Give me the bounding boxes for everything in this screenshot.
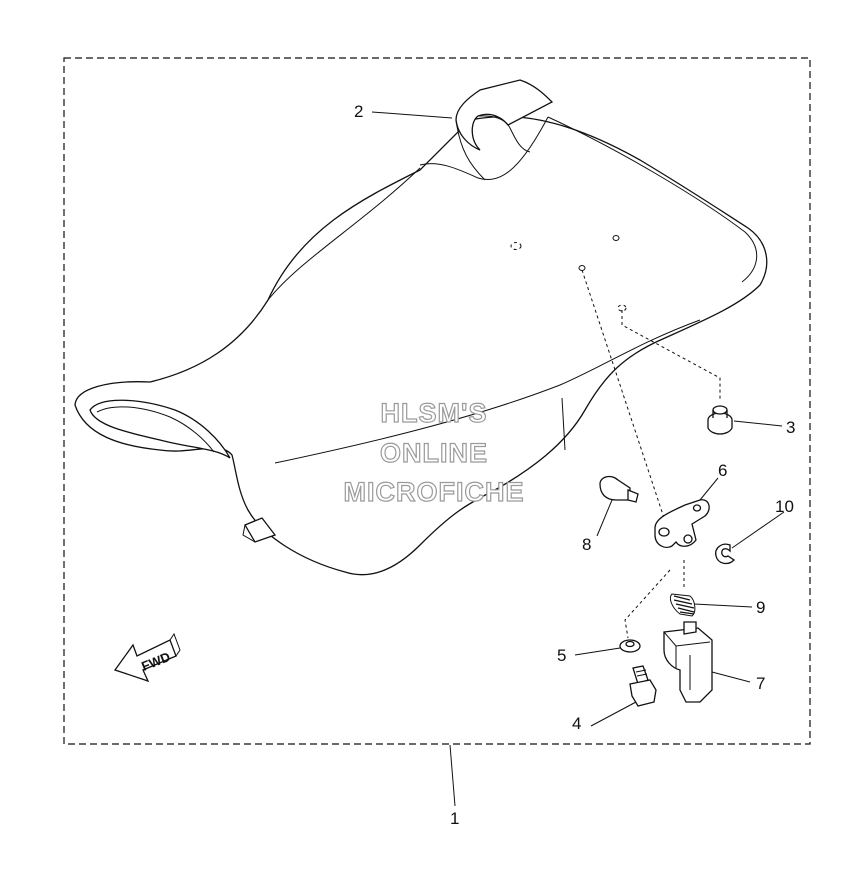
part-6-bracket: [654, 499, 710, 549]
callout-3: 3: [786, 418, 795, 437]
callout-4: 4: [572, 714, 581, 733]
assembly-frame: [63, 57, 811, 745]
callout-1: 1: [450, 809, 459, 828]
part-9-spring: [669, 593, 696, 617]
callout-7: 7: [756, 674, 765, 693]
mount-hole: [510, 242, 522, 250]
watermark: HLSM'S ONLINE MICROFICHE: [343, 397, 525, 507]
callout-6: 6: [718, 461, 727, 480]
assembly-line: [581, 269, 669, 531]
part-4-bolt: [629, 665, 657, 707]
callout-10: 10: [775, 497, 794, 516]
mount-hole: [612, 235, 620, 241]
part-7-latch: [663, 621, 713, 703]
assembly-line: [624, 569, 671, 639]
part-3-damper: [707, 405, 733, 435]
part-5-washer: [619, 639, 641, 653]
watermark-line-3: MICROFICHE: [344, 477, 525, 507]
part-8-pin: [599, 475, 639, 503]
seat-illustration: [74, 115, 768, 576]
forward-arrow-icon: FWD: [113, 632, 181, 683]
watermark-line-1: HLSM'S: [381, 398, 488, 428]
callout-8: 8: [582, 535, 591, 554]
callout-9: 9: [756, 598, 765, 617]
part-2-strap: [455, 79, 554, 181]
callout-2: 2: [354, 102, 363, 121]
part-10-circlip: [715, 543, 736, 565]
callout-leaders: [371, 111, 785, 807]
mount-hole: [617, 304, 627, 312]
assembly-line: [621, 310, 721, 400]
callout-5: 5: [557, 646, 566, 665]
watermark-line-2: ONLINE: [380, 438, 488, 468]
